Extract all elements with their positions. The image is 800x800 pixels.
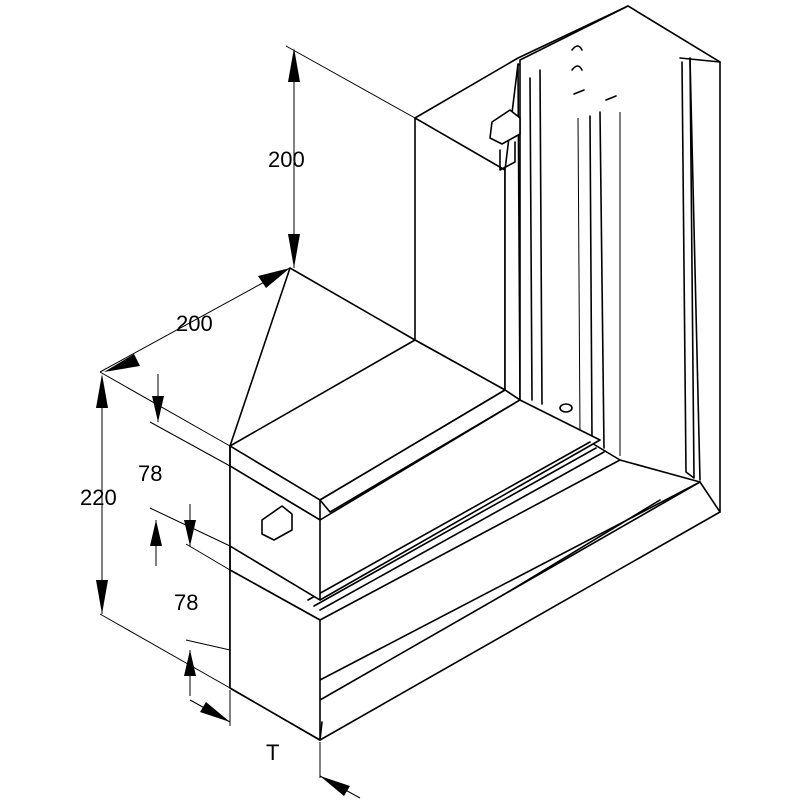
dim-label-vertical-height: 200 (268, 147, 305, 172)
dim-label-upper-compartment: 78 (138, 461, 162, 486)
vertical-duct (414, 5, 721, 513)
dim-label-total-height: 220 (80, 485, 117, 510)
dim-label-lower-compartment: 78 (174, 590, 198, 615)
dim-label-depth: 200 (176, 311, 213, 336)
horizontal-duct (229, 267, 721, 741)
dimension-lines (96, 45, 416, 799)
dim-label-thickness: T (266, 740, 279, 765)
